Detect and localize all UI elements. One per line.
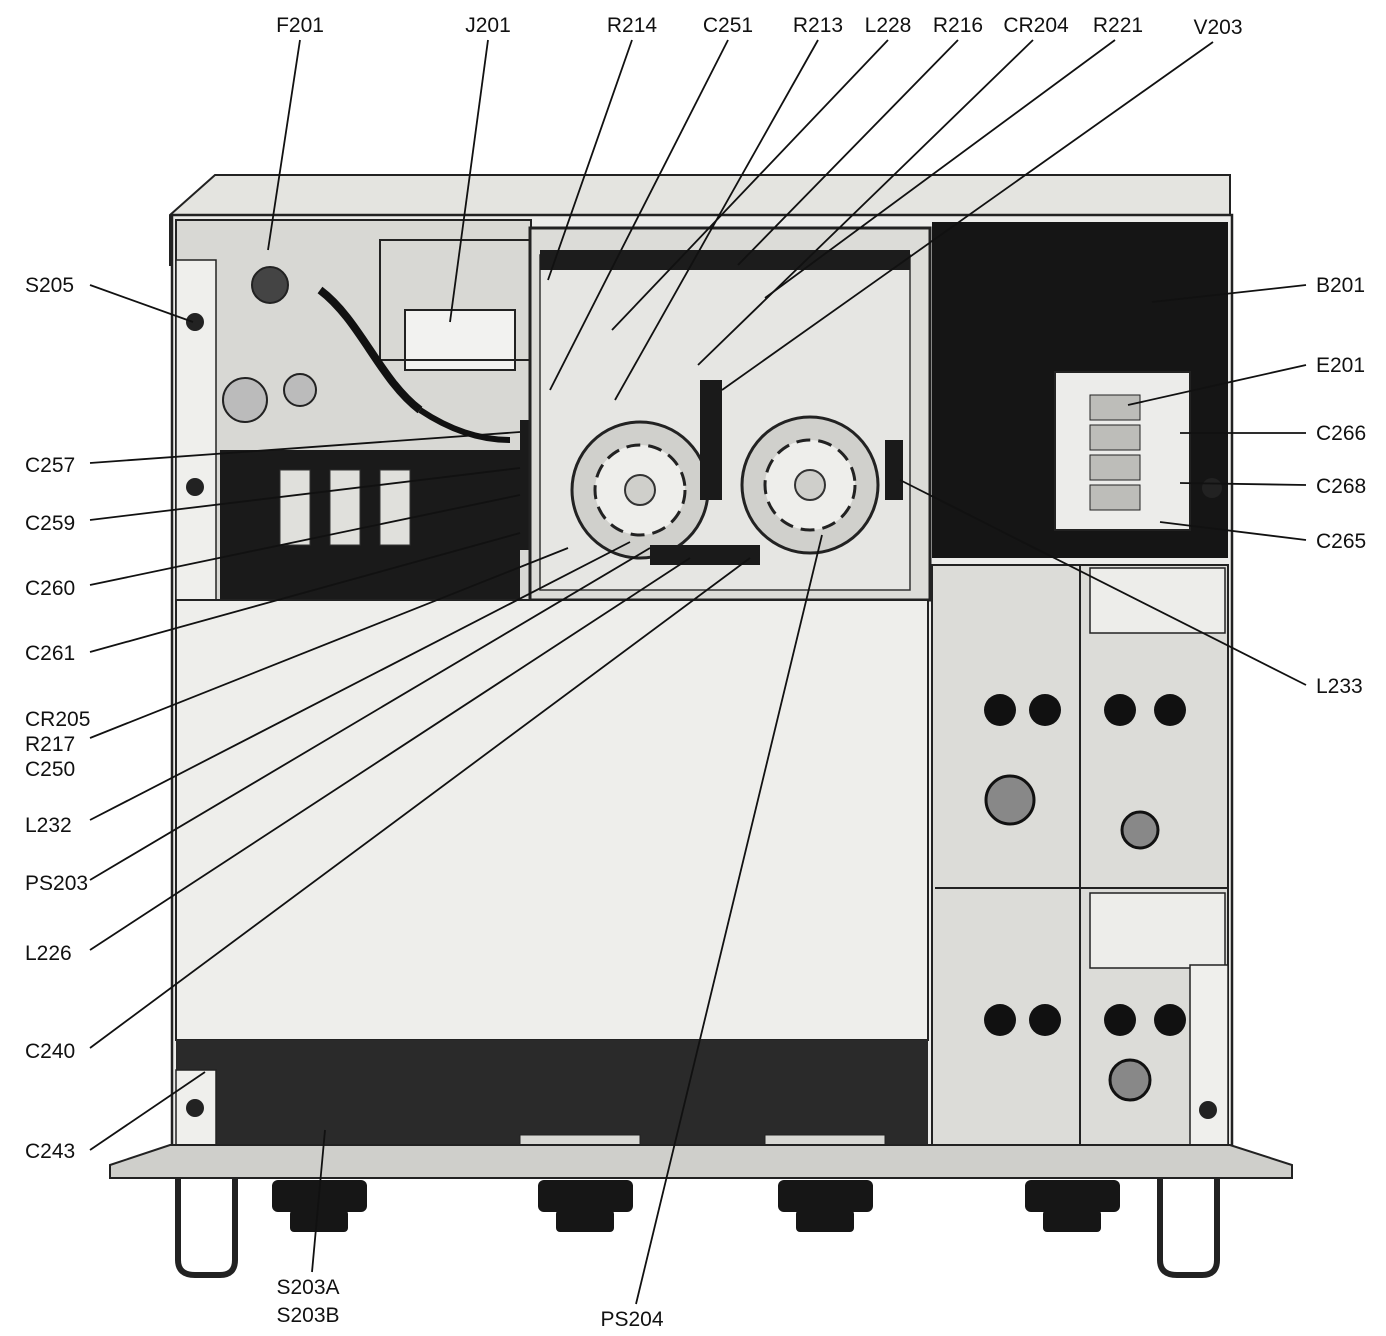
callout-labels: F201 J201 R214 C251 R213 L228 R216 CR204… (25, 14, 1366, 1331)
leader-l226 (89, 557, 691, 951)
label-r213: R213 (793, 14, 843, 37)
label-r216: R216 (933, 14, 983, 37)
leader-c268 (1179, 482, 1307, 486)
leader-c240 (89, 557, 751, 1049)
label-l233: L233 (1316, 675, 1363, 698)
leader-c243 (89, 1071, 206, 1151)
leader-cr205 (89, 547, 569, 739)
leader-v203 (721, 41, 1214, 391)
label-f201: F201 (276, 14, 324, 37)
leader-j201 (449, 39, 489, 323)
leader-l233 (899, 479, 1307, 686)
leader-c260 (89, 494, 521, 586)
label-r221: R221 (1093, 14, 1143, 37)
label-j201: J201 (465, 14, 511, 37)
label-l228: L228 (865, 14, 912, 37)
label-c266: C266 (1316, 422, 1366, 445)
label-ps203: PS203 (25, 872, 88, 895)
leader-ps204 (635, 534, 823, 1305)
leader-c259 (89, 467, 521, 521)
label-c259: C259 (25, 512, 75, 535)
leader-b201 (1151, 284, 1307, 303)
leader-c257 (89, 431, 521, 464)
leader-e201 (1127, 364, 1307, 406)
label-l226: L226 (25, 942, 72, 965)
leader-s203 (311, 1129, 326, 1273)
label-cr204: CR204 (1003, 14, 1069, 37)
label-r214: R214 (607, 14, 658, 37)
label-c257: C257 (25, 454, 75, 477)
label-c240: C240 (25, 1040, 75, 1063)
leader-c261 (89, 532, 521, 653)
leader-r216 (737, 39, 959, 266)
label-c265: C265 (1316, 530, 1366, 553)
label-s205: S205 (25, 274, 74, 297)
label-c250: C250 (25, 758, 75, 781)
label-e201: E201 (1316, 354, 1365, 377)
leader-c265 (1159, 521, 1307, 541)
label-c251: C251 (703, 14, 753, 37)
label-b201: B201 (1316, 274, 1365, 297)
label-c261: C261 (25, 642, 75, 665)
leader-f201 (267, 39, 301, 251)
leader-r221 (764, 39, 1116, 299)
label-r217: R217 (25, 733, 75, 756)
label-cr205: CR205 (25, 708, 90, 731)
leader-s205 (89, 284, 194, 323)
label-v203: V203 (1193, 16, 1242, 39)
label-c260: C260 (25, 577, 75, 600)
leader-c251 (549, 39, 729, 391)
leader-l232 (89, 541, 631, 821)
label-s203a: S203A (276, 1276, 339, 1299)
label-l232: L232 (25, 814, 72, 837)
label-c268: C268 (1316, 475, 1366, 498)
chassis-illustration (109, 174, 1293, 1278)
label-s203b: S203B (276, 1304, 339, 1327)
leader-r214 (547, 39, 633, 281)
label-c243: C243 (25, 1140, 75, 1163)
leader-cr204 (697, 39, 1034, 366)
leader-ps203 (89, 547, 651, 881)
label-ps204: PS204 (600, 1308, 663, 1331)
leader-l228 (611, 39, 889, 331)
leader-lines (89, 39, 1307, 1305)
